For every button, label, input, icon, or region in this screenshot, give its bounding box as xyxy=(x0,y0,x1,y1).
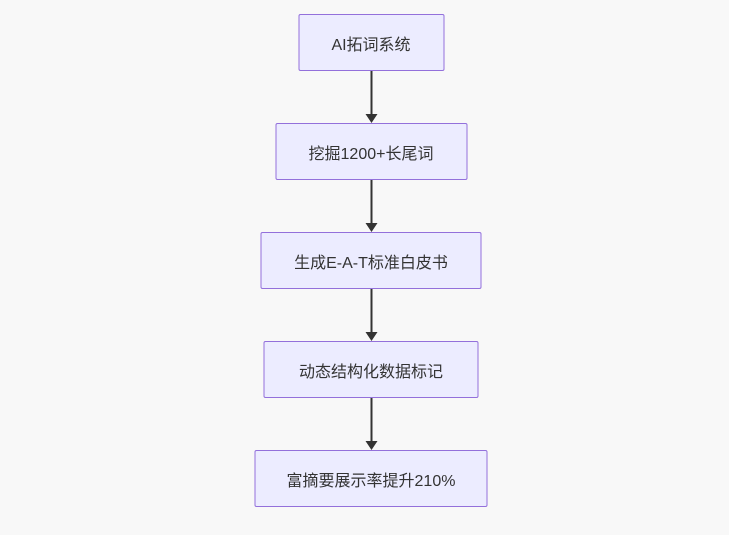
arrowhead-down-icon xyxy=(365,332,377,341)
arrow-line xyxy=(370,71,372,114)
flowchart-column: AI拓词系统 挖掘1200+长尾词 生成E-A-T标准白皮书 动态结构化数据标记… xyxy=(254,14,488,507)
arrowhead-down-icon xyxy=(365,223,377,232)
arrow-line xyxy=(370,289,372,332)
flow-arrow-4 xyxy=(365,398,377,450)
flow-node-rich-snippet-rate-up: 富摘要展示率提升210% xyxy=(254,450,488,507)
arrowhead-down-icon xyxy=(365,441,377,450)
arrowhead-down-icon xyxy=(365,114,377,123)
flow-arrow-3 xyxy=(365,289,377,341)
flow-arrow-1 xyxy=(365,71,377,123)
arrow-line xyxy=(370,398,372,441)
flow-node-generate-eat-whitepaper: 生成E-A-T标准白皮书 xyxy=(260,232,482,289)
flow-node-mine-longtail-keywords: 挖掘1200+长尾词 xyxy=(275,123,467,180)
flow-arrow-2 xyxy=(365,180,377,232)
flow-node-dynamic-structured-data: 动态结构化数据标记 xyxy=(263,341,479,398)
flow-node-ai-expansion-system: AI拓词系统 xyxy=(298,14,444,71)
arrow-line xyxy=(370,180,372,223)
